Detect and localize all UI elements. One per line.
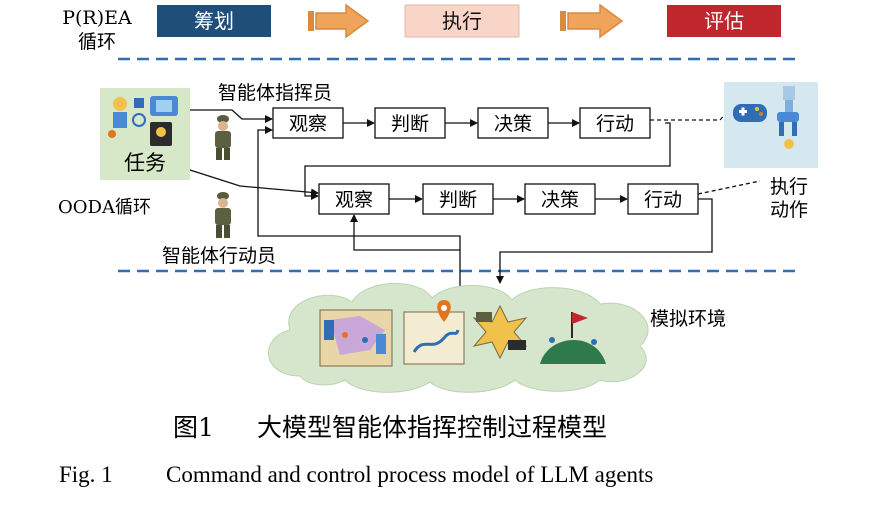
- task-illustration: [108, 96, 178, 146]
- map-icon: [319, 309, 393, 367]
- stage-execute-box: [404, 4, 520, 38]
- ooda-bottom-act-label: 行动: [644, 189, 682, 211]
- robot-arm-icon: [777, 86, 799, 149]
- ooda-bottom-decide-label: 决策: [541, 189, 579, 211]
- ooda-top-decide-label: 决策: [494, 113, 532, 135]
- stage-plan-box: [157, 5, 271, 37]
- execution-label-line1: 执行: [770, 176, 808, 198]
- task-label: 任务: [124, 151, 166, 175]
- caption-cn-number: 图1: [173, 413, 214, 442]
- ooda-top-act-box: [579, 107, 651, 139]
- env-to-actor-line: [350, 214, 460, 251]
- prea-label-line2: 循环: [78, 31, 116, 53]
- env-to-commander-line: [257, 126, 461, 287]
- ooda-bottom-observe-box: [318, 183, 390, 215]
- caption-cn-title: 大模型智能体指挥控制过程模型: [257, 413, 607, 442]
- gamepad-icon: [733, 104, 767, 122]
- caption-en-number: Fig. 1: [59, 462, 113, 487]
- ooda-bottom-observe-label: 观察: [335, 189, 373, 211]
- actor-soldier-icon: [215, 192, 231, 238]
- ooda-bottom-orient-label: 判断: [439, 189, 477, 211]
- caption-en-title: Command and control process model of LLM…: [166, 462, 653, 487]
- route-book-icon: [403, 300, 465, 365]
- task-to-actor-line: [189, 169, 319, 197]
- flow-arrow-2: [560, 3, 624, 39]
- stage-execute-label: 执行: [442, 9, 482, 33]
- ooda-top-act-label: 行动: [596, 113, 634, 135]
- actor-act-to-exec-dashed: [697, 180, 761, 195]
- prea-label-line1: P(R)EA: [62, 7, 132, 29]
- task-to-commander-line: [190, 109, 273, 123]
- execution-box: [724, 82, 818, 168]
- stage-evaluate-label: 评估: [704, 9, 744, 33]
- stage-evaluate-box: [667, 5, 781, 37]
- stage-plan-label: 筹划: [194, 9, 234, 33]
- combat-icon: [472, 304, 528, 360]
- ooda-bottom-decide-box: [524, 183, 596, 215]
- actor-act-to-env-line: [496, 198, 713, 284]
- ooda-label: OODA循环: [58, 197, 151, 218]
- commander-label: 智能体指挥员: [218, 82, 332, 104]
- actor-label: 智能体行动员: [162, 245, 276, 267]
- flow-arrow-1: [308, 3, 370, 39]
- ooda-top-observe-label: 观察: [289, 113, 327, 135]
- execution-label-line2: 动作: [770, 199, 808, 221]
- commander-act-to-actor-line: [304, 122, 671, 200]
- ooda-top-orient-label: 判断: [391, 113, 429, 135]
- commander-soldier-icon: [215, 115, 231, 160]
- ooda-bottom-act-box: [627, 183, 699, 215]
- hill-flag-icon: [540, 312, 606, 364]
- environment-label: 模拟环境: [650, 308, 726, 330]
